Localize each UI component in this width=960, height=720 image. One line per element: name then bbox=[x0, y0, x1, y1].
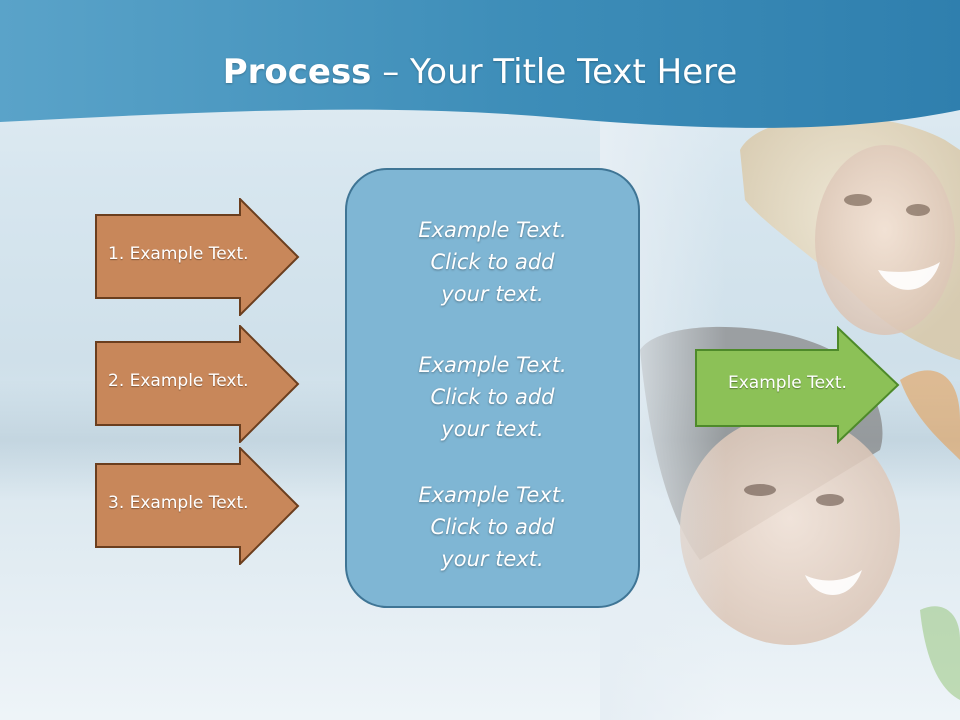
page-title: Process – Your Title Text Here bbox=[0, 52, 960, 92]
block-line: your text. bbox=[441, 547, 544, 571]
arrow-label: 1. Example Text. bbox=[108, 244, 249, 264]
block-line: Click to add bbox=[430, 250, 555, 274]
center-text-box[interactable]: Example Text. Click to add your text. Ex… bbox=[345, 168, 640, 608]
block-line: your text. bbox=[441, 417, 544, 441]
text-block-2: Example Text. Click to add your text. bbox=[347, 349, 638, 445]
block-line: Click to add bbox=[430, 515, 555, 539]
text-block-3: Example Text. Click to add your text. bbox=[347, 479, 638, 575]
arrow-label: Example Text. bbox=[728, 373, 847, 393]
arrow-shape bbox=[95, 325, 300, 443]
arrow-shape bbox=[95, 198, 300, 316]
arrow-label: 3. Example Text. bbox=[108, 493, 249, 513]
arrow-shape bbox=[695, 326, 900, 444]
arrow-label: 2. Example Text. bbox=[108, 371, 249, 391]
arrow-step-1[interactable]: 1. Example Text. bbox=[95, 198, 300, 316]
block-line: your text. bbox=[441, 282, 544, 306]
arrow-step-2[interactable]: 2. Example Text. bbox=[95, 325, 300, 443]
block-line: Click to add bbox=[430, 385, 555, 409]
title-bold: Process bbox=[222, 52, 372, 92]
block-line: Example Text. bbox=[418, 218, 567, 242]
block-line: Example Text. bbox=[418, 353, 567, 377]
text-block-1: Example Text. Click to add your text. bbox=[347, 214, 638, 310]
block-line: Example Text. bbox=[418, 483, 567, 507]
arrow-result[interactable]: Example Text. bbox=[695, 326, 900, 444]
arrow-shape bbox=[95, 447, 300, 565]
title-rest: – Your Title Text Here bbox=[371, 52, 738, 92]
arrow-step-3[interactable]: 3. Example Text. bbox=[95, 447, 300, 565]
title-banner bbox=[0, 0, 960, 128]
